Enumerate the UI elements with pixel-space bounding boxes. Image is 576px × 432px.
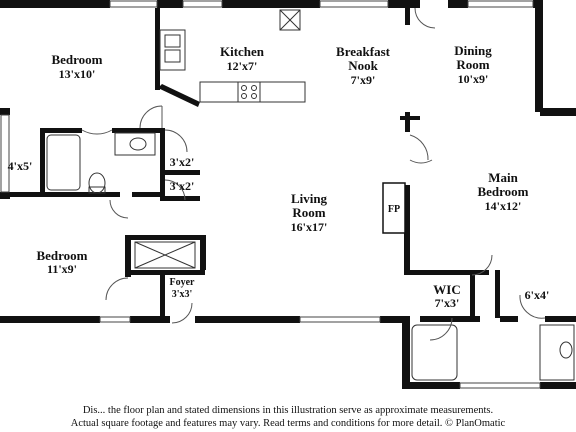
foyer-name: Foyer bbox=[170, 277, 196, 288]
kitchen-dims: 12'x7' bbox=[227, 59, 258, 73]
main-bedroom-name-1: Main bbox=[488, 170, 518, 185]
bedroom-top-name: Bedroom bbox=[51, 52, 102, 67]
closet-right-dims: 6'x4' bbox=[525, 288, 550, 302]
bedroom-bottom-name: Bedroom bbox=[36, 248, 87, 263]
closet-left-dims: 4'x5' bbox=[8, 159, 33, 173]
main-bedroom-dims: 14'x12' bbox=[485, 199, 522, 213]
breakfast-nook-name-2: Nook bbox=[348, 58, 378, 73]
living-room-name-2: Room bbox=[292, 205, 325, 220]
main-bedroom-name-2: Bedroom bbox=[477, 184, 528, 199]
room-labels: Bedroom 13'x10' Kitchen 12'x7' Breakfast… bbox=[8, 43, 550, 310]
living-room-dims: 16'x17' bbox=[291, 220, 328, 234]
interior-walls bbox=[10, 0, 500, 320]
bedroom-bottom-dims: 11'x9' bbox=[47, 262, 77, 276]
bedroom-top-dims: 13'x10' bbox=[59, 67, 96, 81]
closet-a-dims: 3'x2' bbox=[170, 155, 195, 169]
dining-room-name-1: Dining bbox=[454, 43, 492, 58]
kitchen-name: Kitchen bbox=[220, 44, 265, 59]
breakfast-nook-dims: 7'x9' bbox=[351, 73, 376, 87]
breakfast-nook-name-1: Breakfast bbox=[336, 44, 391, 59]
windows bbox=[0, 0, 541, 389]
doors bbox=[81, 7, 546, 341]
dining-room-dims: 10'x9' bbox=[458, 72, 489, 86]
closet-b-dims: 3'x2' bbox=[170, 179, 195, 193]
fireplace-label: FP bbox=[388, 204, 400, 215]
living-room-name-1: Living bbox=[291, 191, 328, 206]
foyer-dims: 3'x3' bbox=[172, 289, 193, 300]
exterior-walls bbox=[0, 0, 576, 389]
disclaimer-line-2: Actual square footage and features may v… bbox=[70, 418, 506, 429]
fixtures bbox=[46, 9, 575, 381]
wic-dims: 7'x3' bbox=[435, 296, 460, 310]
wic-name: WIC bbox=[433, 282, 460, 297]
disclaimer-line-1: Dis... the floor plan and stated dimensi… bbox=[82, 405, 494, 416]
dining-room-name-2: Room bbox=[456, 57, 489, 72]
